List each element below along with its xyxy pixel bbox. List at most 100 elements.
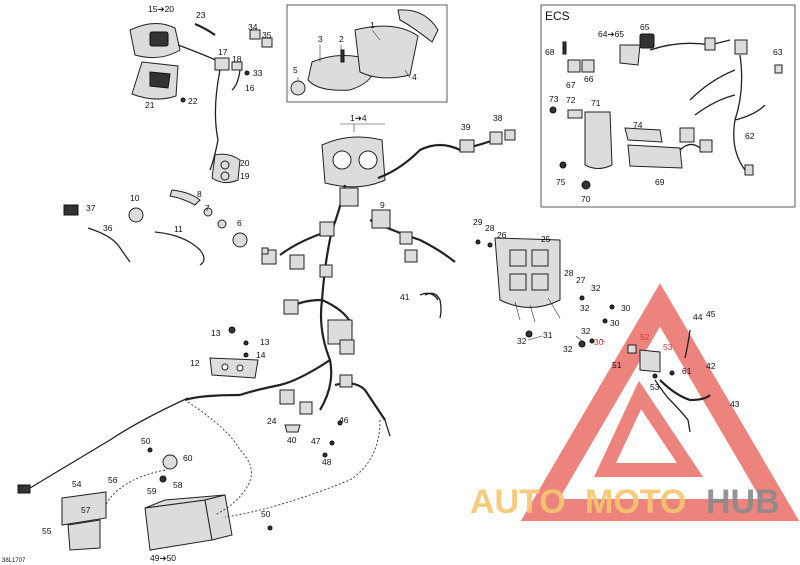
- leader-lines: [297, 29, 606, 343]
- callout-13-b: 13: [260, 337, 270, 347]
- callout-67: 67: [566, 80, 576, 90]
- callout-28-top: 28: [485, 223, 495, 233]
- callout-15-20: 15➔20: [148, 4, 174, 14]
- watermark-wordmark: AUTO MOTO HUB: [470, 483, 780, 521]
- callout-44: 44: [693, 312, 703, 322]
- callout-47: 47: [311, 436, 321, 446]
- callout-38: 38: [493, 113, 503, 123]
- callout-33: 33: [253, 68, 263, 78]
- callout-60: 60: [183, 453, 193, 463]
- callout-11: 11: [174, 224, 183, 234]
- callout-4: 4: [412, 72, 417, 82]
- callout-39: 39: [461, 122, 471, 132]
- callout-32-d: 32: [517, 336, 527, 346]
- watermark-moto: MOTO: [585, 483, 686, 521]
- callout-45: 45: [706, 309, 716, 319]
- callout-73: 73: [549, 94, 559, 104]
- callout-30-b: 30: [610, 318, 620, 328]
- callout-19: 19: [240, 171, 250, 181]
- callout-32-b: 32: [580, 303, 590, 313]
- battery-and-tray: [61, 401, 381, 551]
- callout-58: 58: [173, 480, 183, 490]
- callout-61: 61: [682, 366, 692, 376]
- callout-2: 2: [339, 34, 344, 44]
- callout-41: 41: [400, 292, 410, 302]
- callout-52: 52: [640, 332, 650, 342]
- callout-70: 70: [581, 194, 591, 204]
- callout-65: 65: [640, 22, 650, 32]
- handlebar-switch-assembly: [129, 22, 273, 184]
- callout-10: 10: [130, 193, 140, 203]
- callout-50-a: 50: [141, 436, 151, 446]
- callout-74: 74: [633, 120, 643, 130]
- callout-59: 59: [147, 486, 157, 496]
- callout-3: 3: [318, 34, 323, 44]
- callout-8: 8: [197, 189, 202, 199]
- part-callouts: 15➔20 23 34 35 17 18 33 16 21 22 20 19 3…: [2, 4, 783, 564]
- callout-53-a: 53: [663, 342, 673, 352]
- callout-35: 35: [262, 30, 272, 40]
- main-wiring-harness: [17, 129, 516, 494]
- callout-30-a: 30: [621, 303, 631, 313]
- callout-51: 51: [612, 360, 622, 370]
- callout-31: 31: [543, 330, 553, 340]
- callout-26: 26: [497, 230, 507, 240]
- callout-34: 34: [248, 22, 258, 32]
- callout-9: 9: [380, 200, 385, 210]
- callout-64-65: 64➔65: [598, 29, 624, 39]
- callout-50-b: 50: [261, 509, 271, 519]
- callout-62: 62: [745, 131, 755, 141]
- callout-32-e: 32: [563, 344, 573, 354]
- callout-28: 28: [564, 268, 574, 278]
- callout-32-c: 32: [581, 326, 591, 336]
- callout-27: 27: [576, 275, 586, 285]
- callout-69: 69: [655, 177, 665, 187]
- callout-48: 48: [322, 457, 332, 467]
- callout-71: 71: [591, 98, 601, 108]
- callout-21: 21: [145, 100, 155, 110]
- callout-54: 54: [72, 479, 82, 489]
- callout-36: 36: [103, 223, 113, 233]
- callout-29: 29: [473, 217, 483, 227]
- callout-40: 40: [287, 435, 297, 445]
- callout-66: 66: [584, 74, 594, 84]
- callout-18: 18: [232, 54, 242, 64]
- callout-46: 46: [339, 415, 349, 425]
- callout-23: 23: [196, 10, 206, 20]
- callout-13-a: 13: [211, 328, 221, 338]
- callout-75: 75: [556, 177, 566, 187]
- callout-42: 42: [706, 361, 716, 371]
- starter-solenoid-and-cables: [627, 329, 711, 433]
- callout-12: 12: [190, 358, 200, 368]
- callout-56: 56: [108, 475, 118, 485]
- callout-49-50: 49➔50: [150, 553, 176, 563]
- watermark-hub: HUB: [706, 483, 780, 521]
- callout-6: 6: [237, 218, 242, 228]
- callout-16: 16: [245, 83, 255, 93]
- callout-53-b: 53: [650, 382, 660, 392]
- callout-63: 63: [773, 47, 783, 57]
- callout-22: 22: [188, 96, 198, 106]
- callout-1: 1: [370, 20, 375, 30]
- callout-14: 14: [256, 350, 266, 360]
- callout-25: 25: [541, 234, 551, 244]
- callout-7: 7: [205, 203, 210, 213]
- callout-5: 5: [293, 65, 298, 75]
- ecs-title: ECS: [545, 9, 570, 23]
- callout-55: 55: [42, 526, 52, 536]
- switches-and-sensors: [63, 189, 439, 458]
- callout-43: 43: [730, 399, 740, 409]
- watermark-triangle-logo: [520, 283, 800, 521]
- callout-17: 17: [218, 47, 228, 57]
- gauge-kit-box: [286, 4, 448, 103]
- callout-68: 68: [545, 47, 555, 57]
- ecs-kit-box: ECS: [540, 4, 796, 208]
- callout-72: 72: [566, 95, 576, 105]
- callout-32-a: 32: [591, 283, 601, 293]
- watermark-auto: AUTO: [470, 483, 566, 521]
- drawing-code: 38L1707: [2, 558, 26, 564]
- callout-30-c: 30: [594, 337, 604, 347]
- callout-24: 24: [267, 416, 277, 426]
